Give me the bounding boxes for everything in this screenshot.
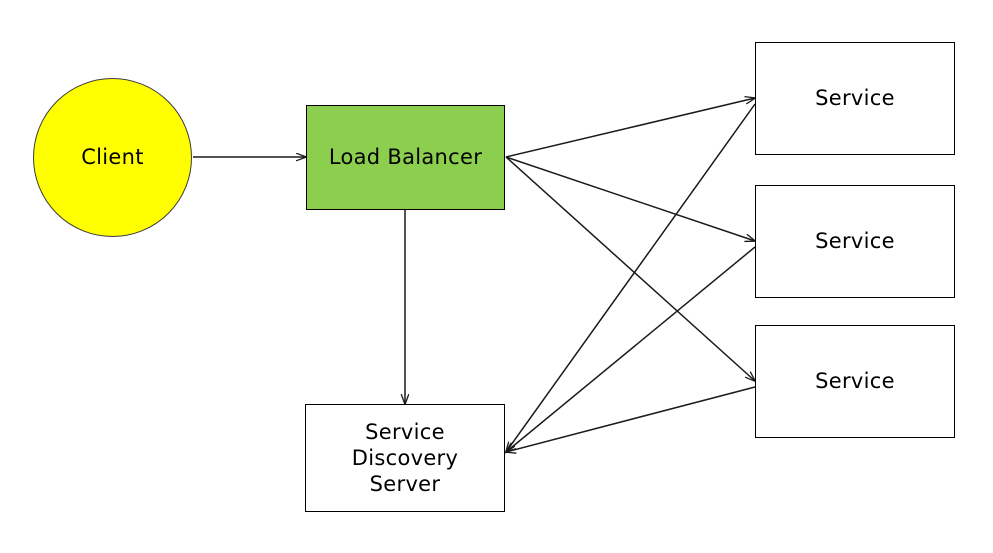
node-service-2-label: Service [815, 229, 895, 254]
edge-load-balancer-to-service-3 [505, 156, 755, 381]
node-service-1[interactable]: Service [755, 42, 955, 155]
edge-load-balancer-to-service-1 [505, 98, 755, 158]
node-service-discovery-server-label: Service Discovery Server [351, 419, 459, 497]
node-load-balancer-label: Load Balancer [328, 145, 483, 170]
edge-service-1-to-service-discovery [506, 103, 756, 452]
node-client[interactable]: Client [33, 78, 192, 237]
node-service-2[interactable]: Service [755, 185, 955, 298]
node-load-balancer[interactable]: Load Balancer [306, 105, 505, 210]
edge-load-balancer-to-service-2 [505, 156, 755, 241]
edge-service-3-to-service-discovery [506, 386, 756, 452]
node-service-3-label: Service [815, 369, 895, 394]
node-service-1-label: Service [815, 86, 895, 111]
edge-service-2-to-service-discovery [506, 246, 756, 452]
node-service-3[interactable]: Service [755, 325, 955, 438]
node-service-discovery-server[interactable]: Service Discovery Server [305, 404, 505, 512]
node-client-label: Client [81, 145, 144, 170]
